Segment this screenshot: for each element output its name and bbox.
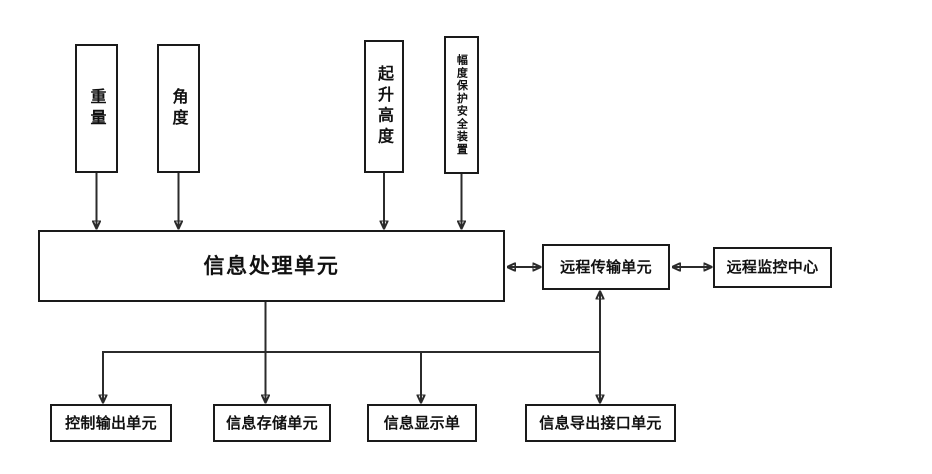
- information-export-interface-unit[interactable]: 信息导出接口单元: [525, 404, 676, 442]
- sensor-label-radius-safety-device: 幅度保护安全装置: [455, 53, 469, 157]
- sensor-box-lifting-height[interactable]: 起升高度: [364, 40, 404, 173]
- information-storage-unit[interactable]: 信息存储单元: [213, 404, 331, 442]
- sensor-label-angle: 角度: [169, 87, 189, 130]
- information-processing-unit[interactable]: 信息处理单元: [38, 230, 505, 302]
- remote-monitoring-center[interactable]: 远程监控中心: [713, 247, 832, 288]
- control-output-unit-label: 控制输出单元: [65, 413, 157, 432]
- sensor-box-angle[interactable]: 角度: [157, 44, 200, 173]
- sensor-box-weight[interactable]: 重量: [75, 44, 118, 173]
- remote-transmission-unit[interactable]: 远程传输单元: [542, 244, 670, 290]
- sensor-label-lifting-height: 起升高度: [375, 64, 394, 149]
- remote-transmission-unit-label: 远程传输单元: [560, 257, 652, 276]
- information-display-unit[interactable]: 信息显示单: [367, 404, 477, 442]
- control-output-unit[interactable]: 控制输出单元: [50, 404, 172, 442]
- remote-monitoring-center-label: 远程监控中心: [726, 258, 819, 277]
- information-display-unit-label: 信息显示单: [383, 413, 461, 432]
- processing-unit-label: 信息处理单元: [203, 253, 340, 278]
- sensor-label-weight: 重量: [87, 87, 107, 130]
- information-storage-unit-label: 信息存储单元: [226, 413, 318, 432]
- sensor-box-radius-safety-device[interactable]: 幅度保护安全装置: [444, 36, 479, 174]
- information-export-interface-unit-label: 信息导出接口单元: [539, 413, 662, 432]
